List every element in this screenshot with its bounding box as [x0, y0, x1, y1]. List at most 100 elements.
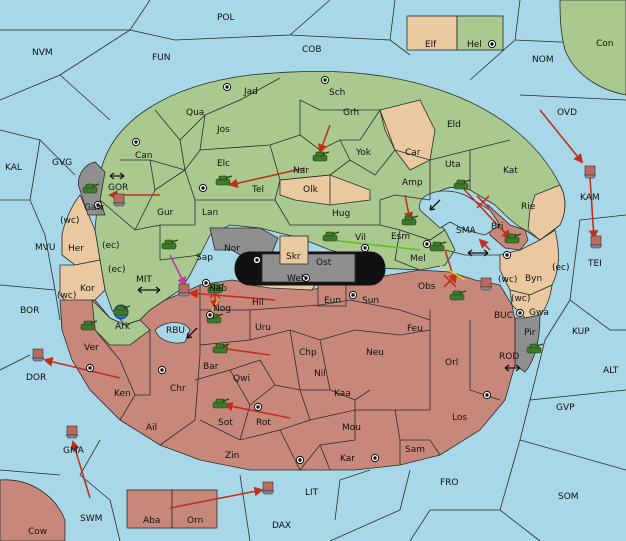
label-sch: Sch [329, 88, 345, 98]
label-aba: Aba [143, 516, 160, 526]
label-nil: Nil [314, 369, 326, 379]
label-ec: (ec) [552, 263, 570, 273]
label-cow: Cow [28, 527, 47, 537]
fleet-unit[interactable] [65, 425, 79, 439]
label-neu: Neu [366, 348, 384, 358]
label-orl: Orl [445, 358, 458, 368]
label-mvu: MVU [35, 243, 56, 253]
label-swm: SWM [80, 514, 102, 524]
label-gvp: GVP [556, 403, 575, 413]
label-hel: Hel [467, 40, 482, 50]
label-rot: Rot [256, 418, 271, 428]
label-ec: (ec) [108, 265, 126, 275]
fleet-unit[interactable] [177, 283, 191, 297]
label-con: Con [596, 39, 614, 49]
province-rie[interactable] [527, 184, 566, 241]
label-wc: (wc) [498, 275, 517, 285]
label-alt: ALT [603, 366, 619, 376]
label-pol: POL [217, 13, 235, 23]
label-bar: Bar [203, 362, 219, 372]
label-ovd: OVD [557, 108, 577, 118]
province-borders-south [94, 285, 501, 471]
label-mel: Mel [410, 254, 426, 264]
province-car[interactable] [379, 99, 436, 171]
label-hil: Hil [252, 298, 264, 308]
label-nab: Nab [209, 284, 227, 294]
label-gor: GOR [108, 183, 128, 193]
label-nor: Nor [224, 244, 240, 254]
province-borders-north [99, 77, 511, 271]
label-sma: SMA [456, 226, 476, 236]
label-elf: Elf [425, 40, 437, 50]
label-rbu: RBU [166, 326, 185, 336]
fleet-unit[interactable] [583, 165, 597, 179]
label-nom: NOM [532, 55, 554, 65]
label-fun: FUN [152, 53, 171, 63]
label-wc: (wc) [60, 216, 79, 226]
province-cow[interactable] [0, 479, 66, 541]
label-skr: Skr [286, 252, 301, 262]
label-gma: GMA [63, 446, 85, 456]
label-amp: Amp [402, 178, 423, 188]
label-gaw: Gaw [84, 203, 104, 213]
province-kor[interactable] [59, 259, 106, 306]
label-mit: MIT [136, 275, 152, 285]
label-cob: COB [302, 45, 322, 55]
label-obs: Obs [418, 282, 436, 292]
fleet-unit[interactable] [31, 348, 45, 362]
label-byn: Byn [525, 274, 542, 284]
label-ail: Ail [146, 423, 157, 433]
coast-links [109, 172, 521, 372]
label-qua: Qua [186, 108, 204, 118]
label-kar: Kar [340, 454, 355, 464]
label-sam: Sam [405, 445, 425, 455]
label-kat: Kat [503, 166, 518, 176]
label-pir: Pir [524, 328, 536, 338]
fleet-unit[interactable] [112, 193, 126, 207]
sea-inlet-sma [419, 190, 501, 236]
label-her: Her [68, 244, 84, 254]
label-web: Web [287, 274, 307, 284]
label-nog: Nog [213, 304, 231, 314]
label-ost: Ost [316, 258, 332, 268]
label-sap: Sap [196, 253, 213, 263]
label-can: Can [135, 151, 153, 161]
label-chr: Chr [170, 384, 186, 394]
fleet-unit[interactable] [589, 235, 603, 249]
label-kam: KAM [580, 193, 600, 203]
province-olk[interactable] [279, 174, 371, 206]
label-jad: Jad [243, 87, 258, 97]
label-buc: BUC [494, 311, 513, 321]
label-jos: Jos [216, 125, 230, 135]
label-nvm: NVM [32, 48, 53, 58]
units[interactable] [31, 151, 603, 495]
label-ken: Ken [114, 389, 131, 399]
label-rod: ROD [499, 352, 519, 362]
label-orn: Orn [187, 516, 203, 526]
label-eun: Eun [324, 296, 341, 306]
region-south-red [59, 269, 516, 471]
label-gur: Gur [157, 208, 174, 218]
label-kor: Kor [80, 284, 95, 294]
fleet-unit[interactable] [479, 277, 493, 291]
province-orn[interactable] [171, 489, 218, 529]
label-grh: Grh [343, 108, 359, 118]
label-dax: DAX [272, 521, 291, 531]
label-kup: KUP [572, 327, 590, 337]
label-esm: Esm [391, 232, 410, 242]
label-sun: Sun [362, 296, 379, 306]
province-elf[interactable] [406, 15, 458, 51]
province-aba[interactable] [126, 489, 173, 529]
province-con[interactable] [559, 0, 626, 96]
label-kal: KAL [5, 163, 22, 173]
label-kaa: Kaa [334, 389, 351, 399]
label-ec: (ec) [102, 241, 120, 251]
label-lan: Lan [202, 208, 218, 218]
label-tei: TEI [587, 259, 602, 269]
label-yok: Yok [355, 148, 372, 158]
label-wc: (wc) [511, 294, 530, 304]
fleet-unit[interactable] [261, 481, 275, 495]
label-elc: Elc [217, 159, 230, 169]
